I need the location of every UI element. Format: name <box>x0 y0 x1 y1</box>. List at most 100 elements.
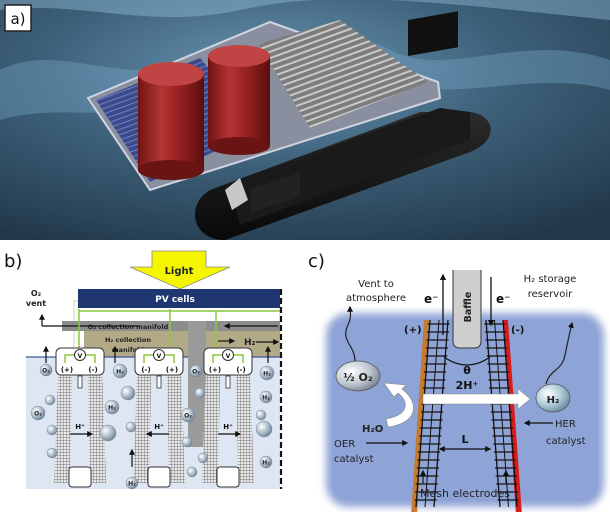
voltmeter-icon <box>222 349 234 361</box>
proton-label: H⁺ <box>75 423 85 431</box>
electron-label: e⁻ <box>424 292 438 306</box>
o2-vent-label: O₂ <box>31 289 42 298</box>
h2-bubble <box>535 383 571 413</box>
svg-text:O₂: O₂ <box>184 413 192 420</box>
o2-bubble: O₂ <box>30 405 46 421</box>
gas-bubble <box>99 424 117 442</box>
h2-bubble-label: H₂ <box>547 395 560 406</box>
storage-label: reservoir <box>528 289 573 300</box>
mesh-electrode <box>54 373 72 483</box>
electrolyzer-cell: V(+)(-)H⁺ <box>54 347 106 488</box>
o2-bubble <box>335 360 381 392</box>
voltmeter-label: V <box>226 353 231 360</box>
electrode-polarity: (-) <box>141 366 150 374</box>
svg-text:H₂: H₂ <box>108 405 116 412</box>
gas-bubble <box>255 409 267 421</box>
o2-bubble-label: ½ O₂ <box>343 371 373 384</box>
proton-flow-arrow <box>422 388 531 410</box>
oer-label: catalyst <box>334 454 374 465</box>
h2-bubble: H₂ <box>259 455 273 469</box>
h2-bubble: H₂ <box>112 363 128 379</box>
pv-cells <box>78 289 280 308</box>
mesh-electrode <box>133 373 151 483</box>
panel-label-c: c) <box>308 251 325 272</box>
electron-label: e⁻ <box>496 292 510 306</box>
svg-text:Light: Light <box>165 266 194 277</box>
panel-label-b: b) <box>4 251 22 272</box>
h2-out-label: H₂ <box>244 338 256 348</box>
gas-bubble <box>46 447 58 459</box>
h2-storage-path <box>545 321 574 385</box>
proton-label: 2H⁺ <box>456 379 479 392</box>
o2-vent-label: vent <box>26 299 46 308</box>
o2-bubble: O₂ <box>180 407 196 423</box>
o2-bubble: O₂ <box>189 364 203 378</box>
gas-bubble <box>181 436 193 448</box>
anode-sign: (+) <box>404 325 422 336</box>
cell-foot <box>147 466 171 488</box>
gap-label: L <box>461 433 468 446</box>
light-arrow: Light <box>129 250 231 290</box>
voltmeter-icon <box>153 349 165 361</box>
o2-manifold-label: O₂ collection manifold <box>88 323 169 331</box>
electrode-polarity: (-) <box>236 366 245 374</box>
ocean-wave-highlight <box>0 0 610 20</box>
mesh-electrode <box>88 373 106 483</box>
svg-text:O₂: O₂ <box>42 368 50 375</box>
panel-a-render: a) <box>0 0 610 240</box>
voltmeter-label: V <box>78 353 83 360</box>
storage-label: H₂ storage <box>524 274 577 285</box>
svg-text:O₂: O₂ <box>192 369 200 376</box>
storage-tank <box>208 45 270 155</box>
h2-bubble: H₂ <box>125 476 139 490</box>
svg-text:H₂: H₂ <box>262 395 270 402</box>
her-catalyst-layer <box>503 320 522 512</box>
water-split-arrow <box>383 382 414 428</box>
theta-arc <box>443 356 491 366</box>
mesh-electrode <box>236 373 254 483</box>
vent-label: atmosphere <box>346 293 406 304</box>
svg-text:a): a) <box>10 10 25 28</box>
h2-manifold-label: H₂ collection <box>105 336 151 344</box>
oer-catalyst-layer <box>411 320 429 512</box>
vent-label: Vent to <box>358 279 394 290</box>
theta-label: θ <box>463 364 471 377</box>
panel-c-membraneless-electrolyzer: c) Vent to atmosphere H₂ storage reservo… <box>308 251 604 512</box>
svg-text:Baffle: Baffle <box>463 292 474 323</box>
electrolyzer-cell: V (-) (+) H⁺ <box>133 347 185 488</box>
mesh-electrodes-label: Mesh electrodes <box>420 487 510 500</box>
h2-bubble: H₂ <box>104 399 120 415</box>
cell-foot <box>216 466 240 488</box>
gas-bubble <box>186 466 198 478</box>
hx-grill <box>258 20 428 128</box>
tanker-ship <box>194 11 491 240</box>
proton-label: H⁺ <box>223 423 233 431</box>
svg-text:H₂: H₂ <box>262 460 270 467</box>
h2-manifold-label: manifold <box>112 346 145 354</box>
voltmeter-icon <box>74 349 86 361</box>
storage-tank <box>138 62 204 180</box>
svg-text:H₂: H₂ <box>263 371 271 378</box>
proton-label: H⁺ <box>154 423 164 431</box>
o2-bubble: O₂ <box>39 363 53 377</box>
water-label: H₂O <box>362 424 383 435</box>
baffle: Baffle <box>452 270 482 349</box>
her-label: HER <box>555 419 576 430</box>
electrode-polarity: (+) <box>166 366 178 374</box>
voltmeter-label: V <box>157 353 162 360</box>
gas-bubble <box>46 424 58 436</box>
electrolyzer-cell: V (+) (-) H⁺ <box>202 347 254 488</box>
electrode-polarity: (+) <box>209 366 221 374</box>
electrode-polarity: (+) <box>61 366 73 374</box>
svg-text:H₂: H₂ <box>116 369 124 376</box>
gas-bubble <box>197 452 209 464</box>
gas-bubble <box>120 385 136 401</box>
her-label: catalyst <box>546 436 586 447</box>
gas-bubble <box>194 387 206 399</box>
pv-cells-label: PV cells <box>155 295 195 305</box>
oer-label: OER <box>334 439 355 450</box>
gas-bubble <box>125 421 137 433</box>
svg-text:O₂: O₂ <box>34 411 42 418</box>
panel-b-pv-electrolyzer-cross-section: b) Light PV cells O₂ collection manifold… <box>4 250 283 490</box>
o2-riser <box>188 321 206 447</box>
